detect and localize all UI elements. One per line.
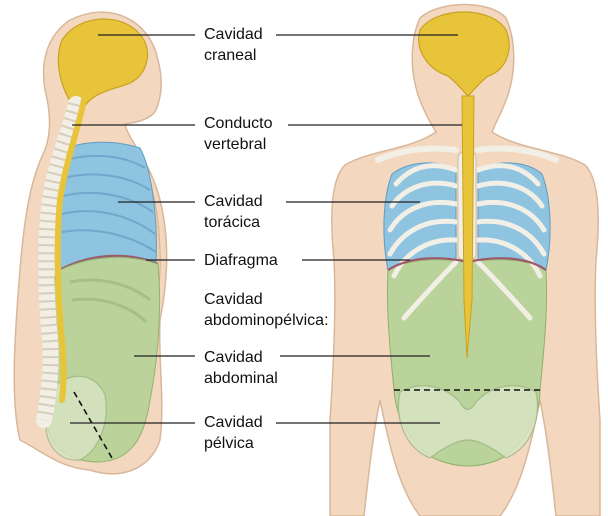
front-view-spinal-canal: [461, 95, 475, 359]
label-cranial-line1: Cavidad: [204, 26, 263, 43]
label-abdominopelvic-line1: Cavidad: [204, 291, 263, 308]
label-diaphragm-line1: Diafragma: [204, 252, 278, 269]
front-view-pelvis: [397, 385, 539, 459]
side-view-figure: [13, 11, 168, 475]
label-pelvic-line2: pélvica: [204, 435, 254, 452]
side-view-ribs: [61, 154, 157, 253]
label-vertebral-canal: Conducto vertebral: [204, 113, 273, 155]
label-abdominal-line1: Cavidad: [204, 349, 263, 366]
label-thoracic-cavity: Cavidad torácica: [204, 191, 263, 233]
front-view-clavicles: [375, 145, 559, 163]
label-abdominal-cavity: Cavidad abdominal: [204, 347, 278, 389]
side-view-cranial-cavity: [57, 18, 149, 110]
front-view-figure: [329, 3, 601, 516]
label-pelvic-line1: Cavidad: [204, 414, 263, 431]
label-diaphragm: Diafragma: [204, 250, 278, 271]
label-cranial-line2: craneal: [204, 47, 257, 64]
label-abdominopelvic-cavity: Cavidad abdominopélvica:: [204, 289, 329, 331]
label-thoracic-line1: Cavidad: [204, 193, 263, 210]
label-cranial-cavity: Cavidad craneal: [204, 24, 263, 66]
label-pelvic-cavity: Cavidad pélvica: [204, 412, 263, 454]
label-vertebral-line1: Conducto: [204, 115, 273, 132]
front-view-rib-cage: [387, 163, 547, 321]
label-abdominal-line2: abdominal: [204, 370, 278, 387]
label-vertebral-line2: vertebral: [204, 136, 267, 153]
side-view-spinal-canal: [54, 97, 87, 403]
label-abdominopelvic-line2: abdominopélvica:: [204, 312, 329, 329]
front-view-cranial-cavity: [418, 11, 510, 97]
side-view-vertebral-column: [36, 96, 84, 428]
side-view-pelvic-divider: [73, 391, 113, 459]
label-thoracic-line2: torácica: [204, 214, 261, 231]
side-view-lower-ribs: [69, 278, 151, 324]
leader-lines: [70, 34, 462, 424]
